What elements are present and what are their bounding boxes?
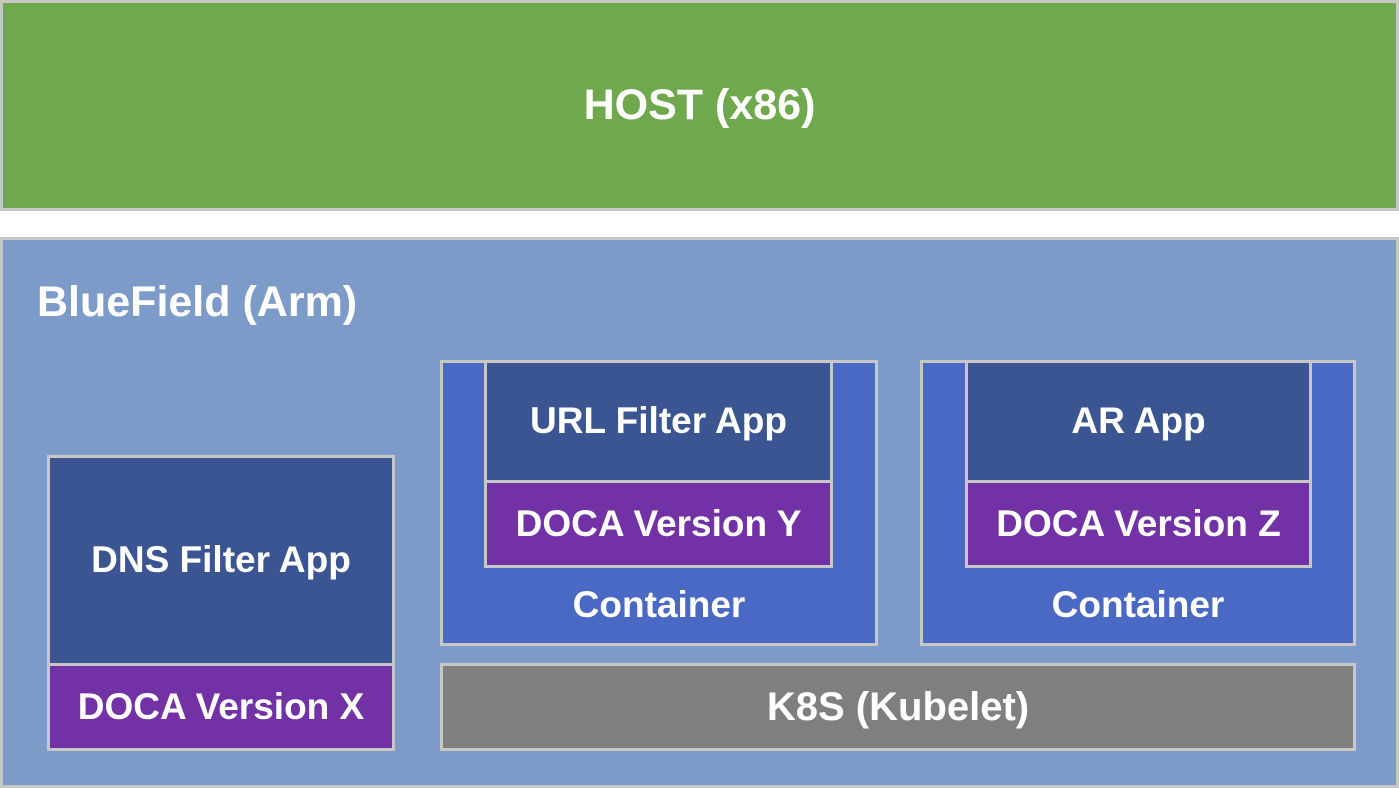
- url-filter-app-box: URL Filter App: [487, 363, 830, 483]
- doca-version-x-box: DOCA Version X: [50, 663, 392, 748]
- k8s-box: K8S (Kubelet): [440, 663, 1356, 751]
- doca-version-z-box: DOCA Version Z: [968, 483, 1309, 565]
- url-container-label: Container: [572, 584, 746, 626]
- k8s-label: K8S (Kubelet): [766, 684, 1030, 729]
- ar-container-box: AR App DOCA Version Z Container: [920, 360, 1356, 646]
- doca-version-y-box: DOCA Version Y: [487, 483, 830, 565]
- bluefield-label: BlueField (Arm): [37, 278, 358, 326]
- ar-app-box: AR App: [968, 363, 1309, 483]
- dns-filter-app-label: DNS Filter App: [91, 539, 351, 581]
- url-filter-app-label: URL Filter App: [530, 400, 787, 442]
- url-container-box: URL Filter App DOCA Version Y Container: [440, 360, 878, 646]
- ar-app-label: AR App: [1071, 400, 1206, 442]
- doca-version-y-label: DOCA Version Y: [515, 502, 802, 544]
- host-box: HOST (x86): [0, 0, 1399, 211]
- url-app-stack: URL Filter App DOCA Version Y: [484, 360, 833, 568]
- doca-version-x-label: DOCA Version X: [77, 685, 365, 727]
- dns-app-group: DNS Filter App DOCA Version X: [47, 455, 395, 751]
- doca-version-z-label: DOCA Version Z: [996, 502, 1281, 544]
- ar-container-label: Container: [1051, 584, 1225, 626]
- ar-app-stack: AR App DOCA Version Z: [965, 360, 1312, 568]
- dns-filter-app-box: DNS Filter App: [50, 458, 392, 663]
- host-label: HOST (x86): [583, 80, 816, 129]
- bluefield-box: BlueField (Arm) DNS Filter App DOCA Vers…: [0, 237, 1399, 788]
